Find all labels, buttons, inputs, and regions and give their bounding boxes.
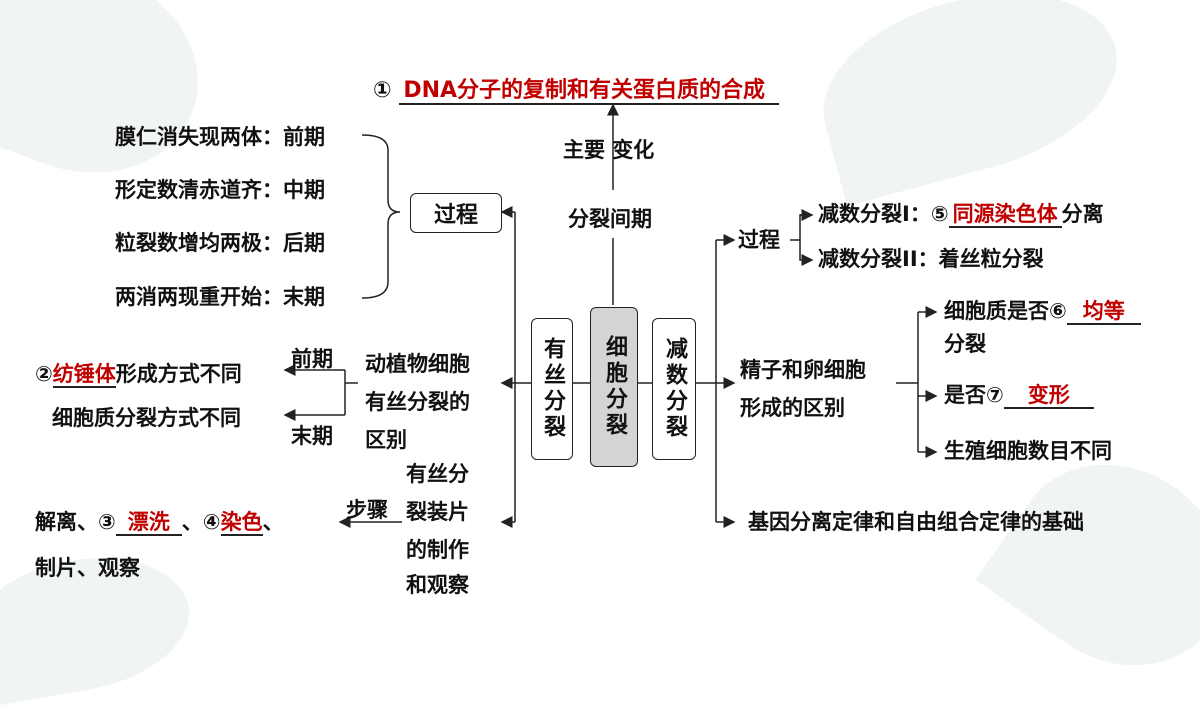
meiosis-2-line: 减数分裂II：着丝粒分裂 <box>818 247 1044 271</box>
answer-5-text: 同源染色体 <box>948 202 1062 228</box>
prophase-label: 前期 <box>291 347 333 371</box>
exp-line-2: 裂装片 <box>406 500 469 524</box>
answer-6-text: 均等 <box>1066 299 1141 325</box>
answer-3-text: 漂洗 <box>115 510 182 536</box>
left-process-box: 过程 <box>410 193 502 233</box>
answer-1-text: DNA分子的复制和有关蛋白质的合成 <box>399 78 780 105</box>
telophase-label: 末期 <box>291 424 333 448</box>
gamete-line-1: 精子和卵细胞 <box>740 358 866 382</box>
diff-line-3: 区别 <box>365 428 407 452</box>
cytoplasm-equal-line-2: 分裂 <box>944 332 986 356</box>
cell-count-line: 生殖细胞数目不同 <box>944 439 1112 463</box>
diff-line-1: 动植物细胞 <box>365 352 470 376</box>
connector-lines <box>283 103 938 528</box>
main-change-label: 主要 变化 <box>563 138 655 162</box>
cytoplasm-division-line: 细胞质分裂方式不同 <box>52 406 241 430</box>
spindle-line: ②纺锤体形成方式不同 <box>35 362 242 388</box>
mitosis-box: 有丝分裂 <box>531 318 573 460</box>
gamete-line-2: 形成的区别 <box>740 396 845 420</box>
answer-2-text: 纺锤体 <box>52 362 116 388</box>
steps-label: 步骤 <box>346 498 388 522</box>
answer-1: ① DNA分子的复制和有关蛋白质的合成 <box>373 78 780 105</box>
exp-line-4: 和观察 <box>406 573 469 597</box>
diff-line-2: 有丝分裂的 <box>365 390 470 414</box>
cell-division-box: 细胞分裂 <box>590 307 638 467</box>
interphase-label: 分裂间期 <box>568 207 652 231</box>
exp-line-3: 的制作 <box>406 538 469 562</box>
phase-telophase: 两消两现重开始：末期 <box>115 285 325 309</box>
exp-line-1: 有丝分 <box>406 462 469 486</box>
phase-prophase: 膜仁消失现两体：前期 <box>115 125 325 149</box>
meiosis-box: 减数分裂 <box>652 318 696 460</box>
answer-7-text: 变形 <box>1003 383 1094 409</box>
phase-anaphase: 粒裂数增均两极：后期 <box>115 231 325 255</box>
inheritance-basis-line: 基因分离定律和自由组合定律的基础 <box>748 510 1084 534</box>
steps-line-2: 制片、观察 <box>35 556 140 580</box>
answer-4-text: 染色 <box>220 510 263 536</box>
right-process-label: 过程 <box>738 228 780 252</box>
phase-metaphase: 形定数清赤道齐：中期 <box>115 178 325 202</box>
answer-1-number: ① <box>373 78 392 103</box>
